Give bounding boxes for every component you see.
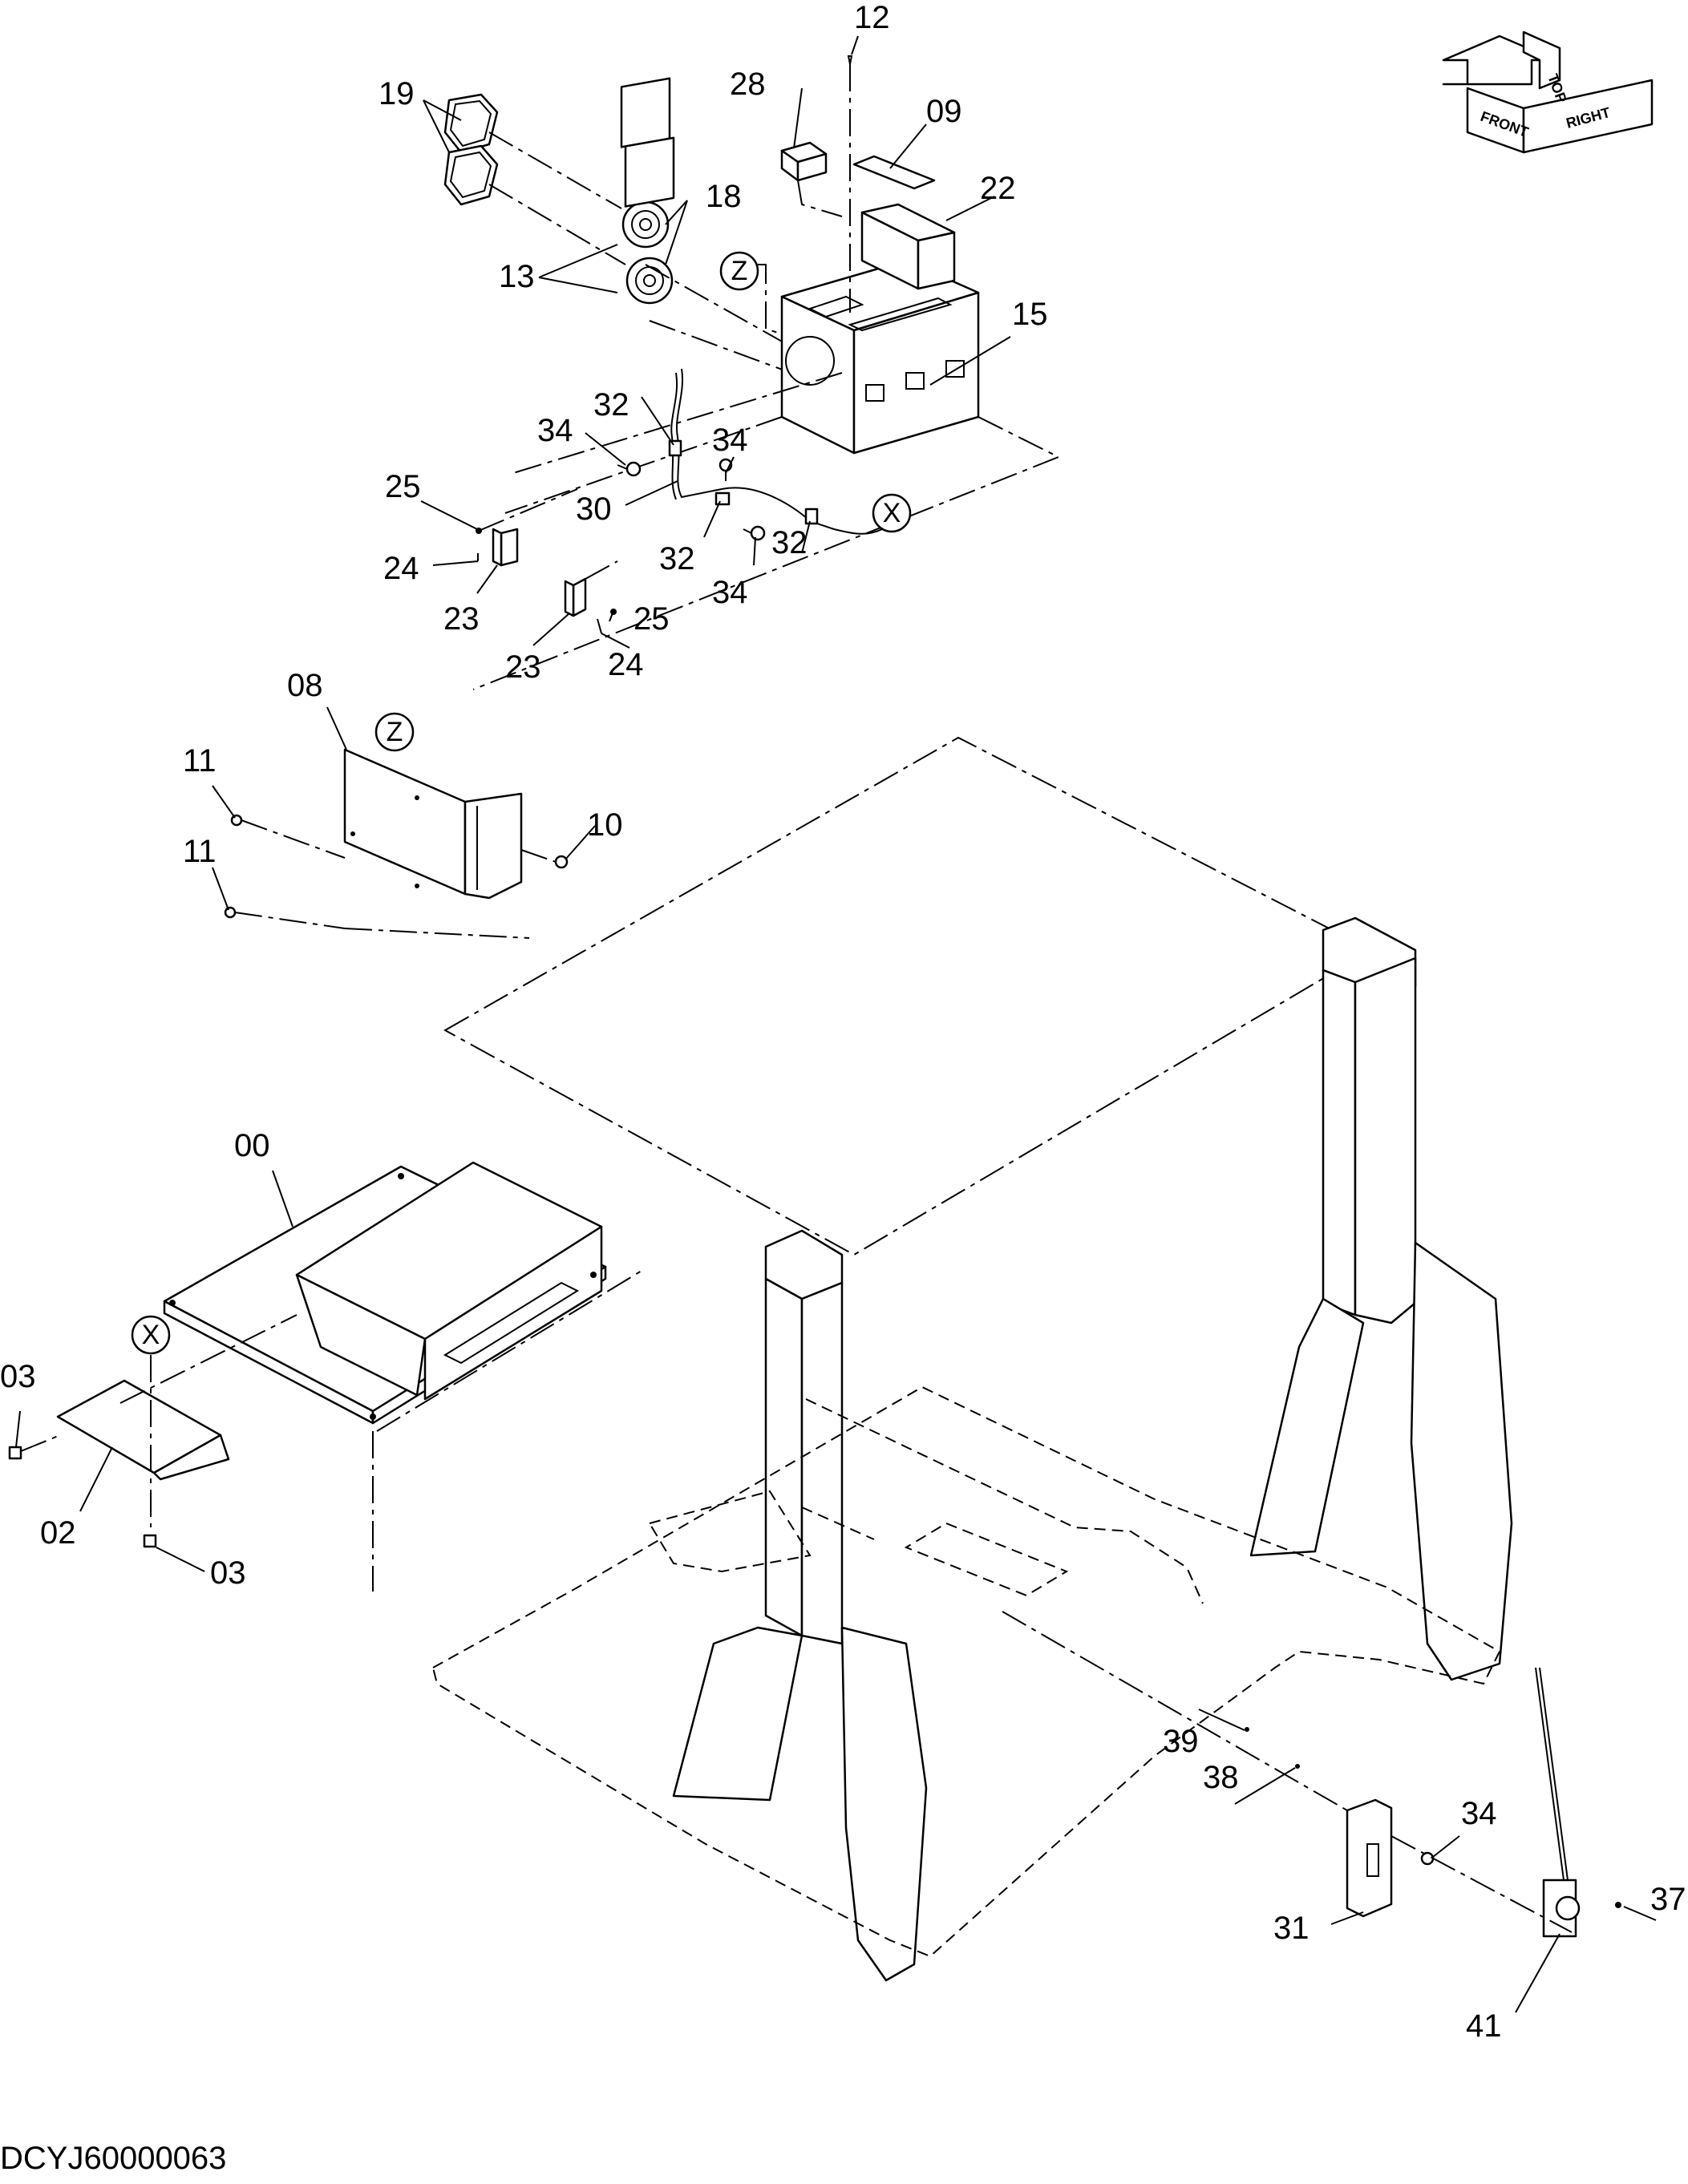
speaker-grille-19-upper	[443, 93, 499, 154]
unit-22	[860, 203, 956, 290]
callout-22: 22	[980, 171, 1016, 206]
callout-38: 38	[1203, 1760, 1239, 1795]
callout-37: 37	[1650, 1882, 1686, 1917]
callout-32-a: 32	[593, 387, 629, 423]
callout-32-b: 32	[659, 541, 695, 576]
antenna-41	[1535, 1667, 1621, 1938]
callout-12: 12	[854, 0, 890, 35]
orientation-top-label: TOP	[1544, 72, 1569, 105]
callout-25-b: 25	[634, 601, 670, 637]
bolt-34-d	[1420, 1851, 1435, 1866]
reference-x-lower: X	[131, 1315, 171, 1355]
bolt-03-bottom	[143, 1534, 157, 1548]
reference-z-lower: Z	[374, 712, 415, 752]
washer-39	[1245, 1727, 1249, 1732]
speaker-18-lower	[624, 136, 675, 305]
screw-11-upper	[230, 814, 243, 827]
callout-13: 13	[499, 259, 535, 294]
callout-03-b: 03	[210, 1555, 246, 1591]
orientation-indicator: TOP FRONT RIGHT	[1442, 30, 1654, 154]
callout-23-a: 23	[443, 601, 480, 637]
svg-text:Z: Z	[731, 256, 748, 286]
cab-pillar-back-right	[1249, 916, 1513, 1681]
reference-z-upper: Z	[719, 251, 759, 291]
callout-24-a: 24	[383, 551, 419, 586]
screw-10	[554, 855, 569, 869]
callout-11-a: 11	[183, 743, 217, 779]
callout-10: 10	[587, 807, 623, 843]
callout-32-c: 32	[771, 525, 808, 560]
callout-09: 09	[926, 94, 962, 129]
callout-19: 19	[378, 76, 415, 111]
bracket-31	[1346, 1798, 1393, 1918]
radio-box-15	[780, 259, 980, 455]
bracket-23-lower	[564, 577, 617, 634]
callout-23-b: 23	[505, 649, 541, 685]
svg-text:X: X	[142, 1320, 160, 1350]
callout-11-b: 11	[183, 834, 217, 869]
panel-08	[343, 748, 523, 900]
callout-25-a: 25	[385, 469, 421, 504]
bolt-34-c	[743, 525, 766, 541]
callout-31: 31	[1273, 1911, 1310, 1946]
console-00	[163, 1161, 607, 1425]
callout-08: 08	[287, 668, 323, 703]
cab-pillar-front-left	[672, 1229, 928, 1982]
switch-28	[780, 141, 828, 182]
svg-text:X: X	[883, 498, 901, 528]
callout-15: 15	[1012, 297, 1048, 332]
callout-labels: 12 19 28 09 22 18 13 15 32 34 34 25 30 2…	[0, 0, 1686, 2044]
plate-09	[852, 155, 936, 190]
speaker-grille-19-lower	[443, 144, 499, 206]
leader-lines	[15, 35, 1657, 2013]
washer-38	[1295, 1764, 1300, 1769]
callout-41: 41	[1466, 2008, 1502, 2044]
callout-03-a: 03	[0, 1359, 36, 1394]
callout-34-a: 34	[537, 413, 573, 448]
callout-24-b: 24	[608, 647, 644, 682]
bracket-02	[56, 1379, 230, 1481]
callout-00: 00	[234, 1128, 270, 1163]
drawing-code: DCYJ60000063	[0, 2141, 227, 2176]
screw-12	[847, 55, 853, 65]
bracket-23-upper	[476, 528, 519, 567]
callout-02: 02	[40, 1515, 76, 1551]
callout-30: 30	[576, 491, 612, 527]
screw-11-lower	[224, 906, 237, 919]
callout-28: 28	[730, 67, 766, 102]
cab-floor-phantom	[431, 1385, 1501, 1958]
reference-x-upper: X	[872, 493, 912, 533]
callout-18: 18	[706, 179, 742, 214]
callout-34-b: 34	[712, 423, 748, 458]
bolt-03-left	[8, 1446, 22, 1460]
speaker-18-upper	[620, 77, 671, 249]
callout-39: 39	[1163, 1724, 1199, 1759]
svg-text:Z: Z	[387, 717, 403, 747]
callout-34-d: 34	[1461, 1796, 1497, 1831]
bolt-34-b	[719, 458, 733, 481]
bolt-34-a	[617, 461, 642, 477]
callout-34-c: 34	[712, 575, 748, 610]
cab-roof-phantom	[443, 736, 1374, 1256]
